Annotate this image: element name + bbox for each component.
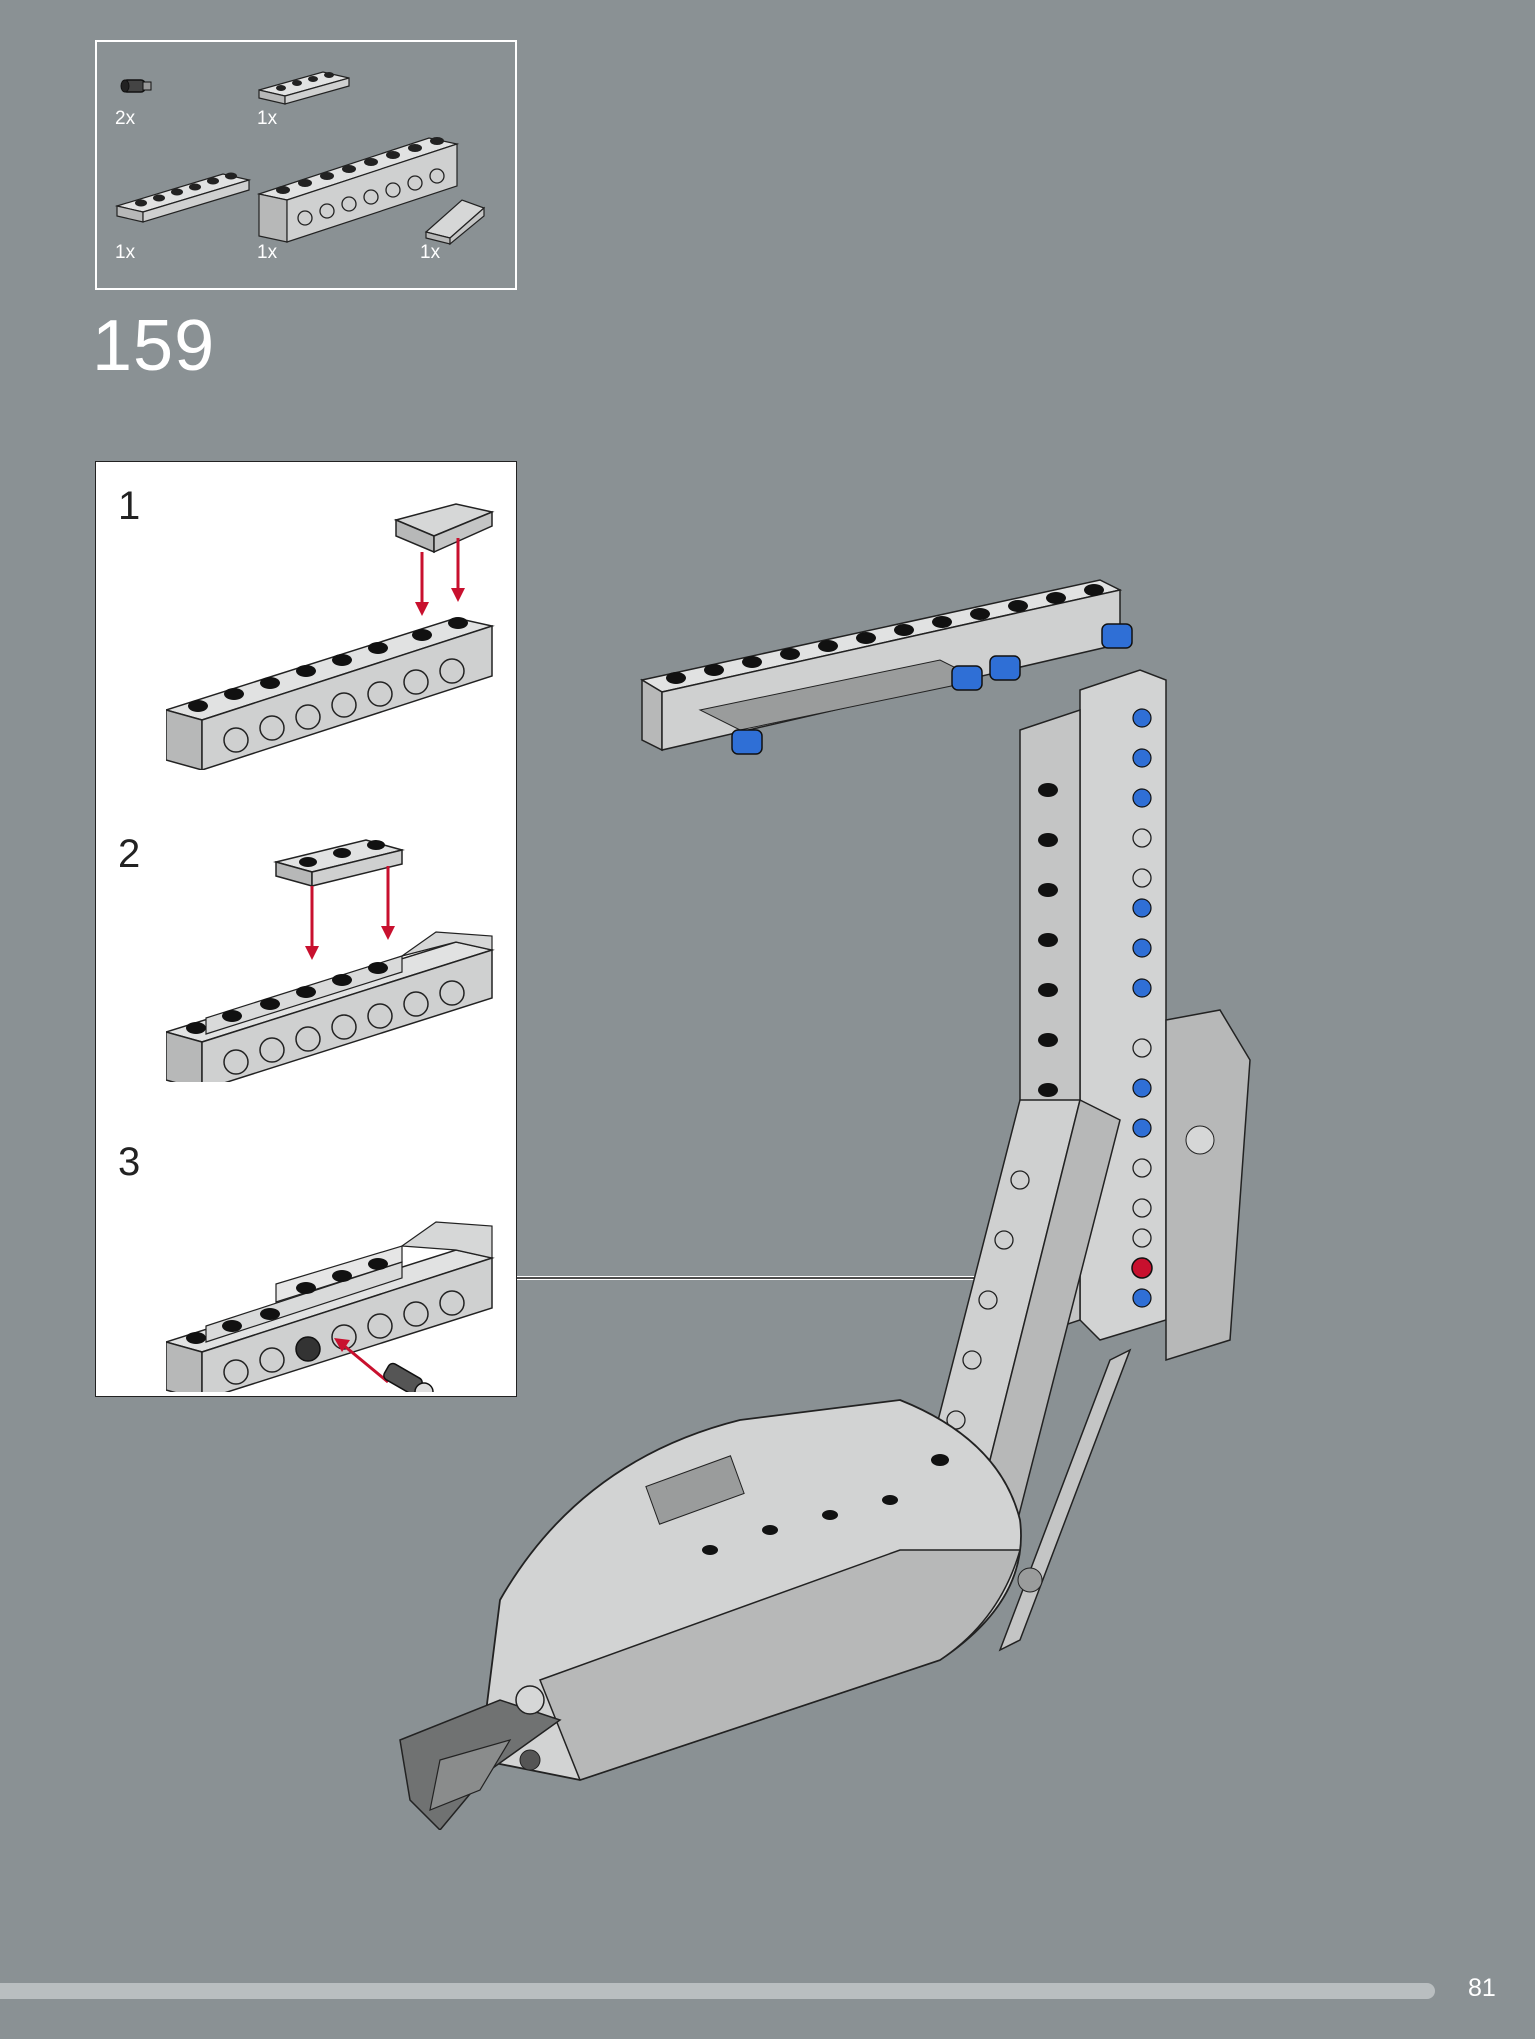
part-slope-wedge: 1x bbox=[420, 198, 492, 263]
substep-2-illustration bbox=[166, 839, 495, 1082]
part-qty: 1x bbox=[257, 242, 278, 263]
part-qty: 1x bbox=[420, 242, 441, 263]
progress-bar bbox=[0, 1983, 1435, 1999]
subassembly-callout: 1 2 bbox=[95, 461, 517, 1397]
part-qty: 1x bbox=[257, 108, 278, 129]
parts-list-box: 2x 1x 1x bbox=[95, 40, 517, 290]
plate-1x6-icon bbox=[114, 172, 252, 223]
part-plate-1x6: 1x bbox=[114, 170, 255, 263]
part-qty: 2x bbox=[115, 108, 136, 129]
substep-number: 2 bbox=[118, 832, 141, 876]
substep-1-illustration bbox=[166, 503, 495, 770]
step-number: 159 bbox=[92, 306, 216, 386]
part-technic-brick-1x8: 1x bbox=[256, 130, 467, 263]
part-plate-1x4: 1x bbox=[257, 70, 353, 129]
substep-3-illustration bbox=[166, 1221, 495, 1392]
technic-brick-1x8-icon bbox=[256, 137, 460, 243]
part-qty: 1x bbox=[115, 242, 136, 263]
substep-number: 1 bbox=[118, 484, 141, 528]
part-pin-connector: 2x bbox=[115, 72, 157, 129]
pin-connector-icon bbox=[120, 79, 152, 93]
main-model-illustration bbox=[399, 579, 1251, 1830]
page-number: 81 bbox=[1468, 1974, 1496, 2002]
substep-number: 3 bbox=[118, 1140, 141, 1184]
slope-wedge-icon bbox=[424, 199, 486, 246]
plate-1x4-icon bbox=[258, 71, 350, 105]
